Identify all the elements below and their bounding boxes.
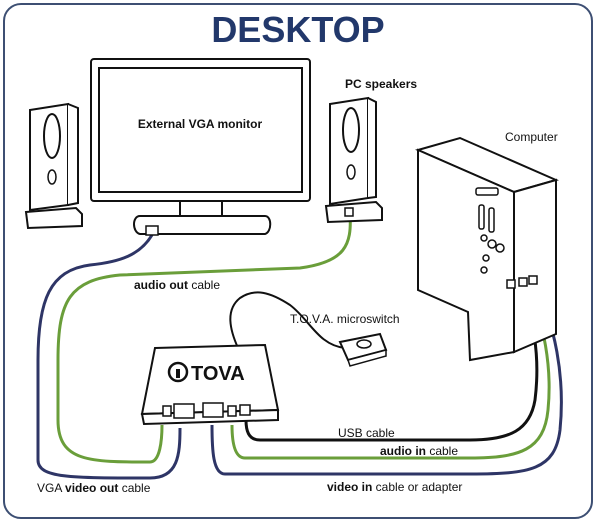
diagram-frame — [3, 3, 593, 519]
audio-out-cable — [56, 213, 352, 464]
vga-video-out-bold: video out — [65, 481, 118, 495]
monitor — [90, 58, 311, 236]
vga-prefix: VGA — [37, 481, 65, 495]
page-title: DESKTOP — [211, 9, 384, 50]
right-speaker — [324, 96, 383, 224]
computer-tower — [415, 136, 559, 362]
usb-cable-label: USB cable — [338, 426, 395, 440]
monitor-label: External VGA monitor — [138, 117, 263, 131]
audio-out-cable-label: audio out cable — [134, 278, 220, 292]
microswitch-label: T.O.V.A. microswitch — [290, 312, 400, 326]
video-in-rest: cable or adapter — [372, 480, 462, 494]
audio-out-bold: audio out — [134, 278, 188, 292]
vga-video-out-cable-label: VGA video out cable — [37, 481, 151, 495]
audio-in-cable-label: audio in cable — [380, 444, 458, 458]
microswitch — [338, 332, 388, 367]
speakers-label: PC speakers — [345, 77, 417, 91]
video-in-bold: video in — [327, 480, 372, 494]
vga-video-out-rest: cable — [118, 481, 150, 495]
left-speaker — [24, 102, 83, 230]
audio-in-bold: audio in — [380, 444, 426, 458]
audio-in-rest: cable — [426, 444, 458, 458]
computer-label: Computer — [505, 130, 558, 144]
microswitch-cable — [229, 291, 346, 349]
tova-brand-label: TOVA — [191, 363, 245, 385]
tova-device — [140, 343, 280, 426]
vga-video-out-cable — [36, 234, 182, 480]
video-in-cable — [210, 283, 563, 476]
video-in-cable-label: video in cable or adapter — [327, 480, 462, 494]
audio-out-rest: cable — [188, 278, 220, 292]
